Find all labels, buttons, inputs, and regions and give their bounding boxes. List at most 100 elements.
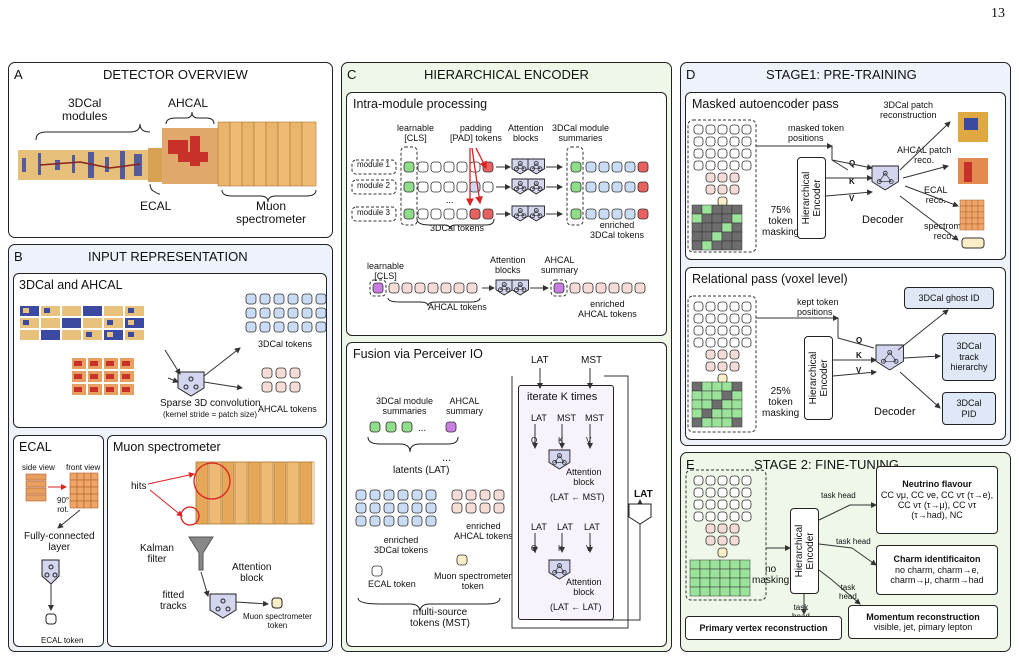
- mom-title: Momentum reconstruction: [866, 611, 980, 622]
- ahcal-row: [369, 279, 646, 307]
- it2-lat1: LAT: [531, 522, 547, 532]
- module-1: module 1: [357, 160, 390, 169]
- charm-body: no charm, charm→e, charm→μ, charm→had: [890, 564, 984, 586]
- it2-note: (LAT ← LAT): [550, 602, 602, 612]
- b-3dcal-token-grid: [245, 293, 327, 333]
- fusion-graphics: ...: [355, 368, 652, 629]
- rot-label: 90°rot.: [57, 496, 70, 514]
- it1-v: V: [586, 436, 592, 445]
- pv-box: Primary vertex reconstruction: [685, 616, 842, 640]
- stride-note: (kernel stride = patch size): [163, 410, 258, 419]
- b-ahcal-thumbs: [72, 358, 134, 395]
- panel-a-letter: A: [14, 67, 23, 82]
- panel-d-letter: D: [686, 67, 696, 82]
- b-ecal-token: ECAL token: [41, 636, 84, 645]
- front-view: front view: [66, 463, 101, 472]
- panel-c-letter: C: [347, 67, 357, 82]
- it1-note: (LAT ← MST): [550, 492, 605, 502]
- ahcal-label: AHCAL: [168, 96, 209, 110]
- intra-rows: ...: [351, 146, 649, 230]
- panel-e-letter: E: [686, 457, 695, 472]
- b-3dcal-thumbs: [20, 306, 144, 340]
- mst-top: MST: [581, 355, 603, 366]
- panel-e-title: STAGE 2: FINE-TUNING: [754, 457, 899, 472]
- padding-label: padding[PAD] tokens: [450, 123, 502, 143]
- it1-lat: LAT: [531, 413, 547, 423]
- fusion-ecal-tok: ECAL token: [368, 579, 416, 589]
- c-ahcal-tokens: AHCAL tokens: [428, 302, 487, 312]
- mom-box: Momentum reconstruction visible, jet, pi…: [848, 605, 998, 639]
- th1: task head: [821, 491, 856, 500]
- side-view: side view: [22, 463, 55, 472]
- charm-box: Charm identificaiton no charm, charm→e, …: [876, 545, 998, 595]
- svg-text:...: ...: [418, 423, 426, 434]
- panel-a-title: DETECTOR OVERVIEW: [103, 67, 248, 82]
- page-number: 13: [991, 6, 1005, 21]
- fusion-title: Fusion via Perceiver IO: [353, 347, 483, 361]
- rel-title: Relational pass (voxel level): [692, 272, 848, 286]
- b-ahcal-tokens: AHCAL tokens: [258, 404, 317, 414]
- sub-3dcal-ahcal-title: 3DCal and AHCAL: [19, 278, 123, 292]
- module-2: module 2: [357, 181, 390, 190]
- charm-title: Charm identificaiton: [893, 554, 981, 565]
- rel-q: Q: [856, 336, 863, 345]
- iterate-box: [518, 385, 614, 620]
- it1-k: K: [558, 436, 564, 445]
- rel-graphics: [687, 295, 949, 433]
- intra-title: Intra-module processing: [353, 97, 488, 111]
- nu-body: CC νμ, CC νe, CC ντ (τ→e), CC ντ (τ→μ), …: [880, 489, 994, 521]
- mae-v: V: [849, 194, 855, 203]
- nu-title: Neutrino flavour: [902, 479, 972, 490]
- ecal-label: ECAL: [140, 199, 172, 213]
- muon-title: Muon spectrometer: [113, 440, 221, 454]
- rel-v: V: [856, 366, 862, 375]
- panel-c-title: HIERARCHICAL ENCODER: [424, 67, 589, 82]
- r-spec: spectrom.reco.: [924, 221, 964, 241]
- it2-lat3: LAT: [584, 522, 600, 532]
- box-ecal: [13, 435, 104, 647]
- muon-image: [147, 461, 315, 619]
- lat-top: LAT: [531, 355, 549, 366]
- mae-graphics: [687, 112, 988, 253]
- sparse-conv: Sparse 3D convolution: [160, 398, 261, 409]
- lat-out: LAT: [634, 489, 653, 500]
- panel-b-letter: B: [14, 249, 23, 264]
- nu-box: Neutrino flavour CC νμ, CC νe, CC ντ (τ→…: [876, 466, 998, 534]
- panel-b-title: INPUT REPRESENTATION: [88, 249, 248, 264]
- it1-q: Q: [531, 436, 538, 445]
- c-learnable-cls-2: learnable[CLS]: [367, 261, 405, 281]
- module-3: module 3: [357, 208, 390, 217]
- rel-k: K: [856, 351, 862, 360]
- it1-mst1: MST: [557, 413, 576, 423]
- learnable-cls: learnable[CLS]: [397, 123, 435, 143]
- th2: task head: [836, 537, 871, 546]
